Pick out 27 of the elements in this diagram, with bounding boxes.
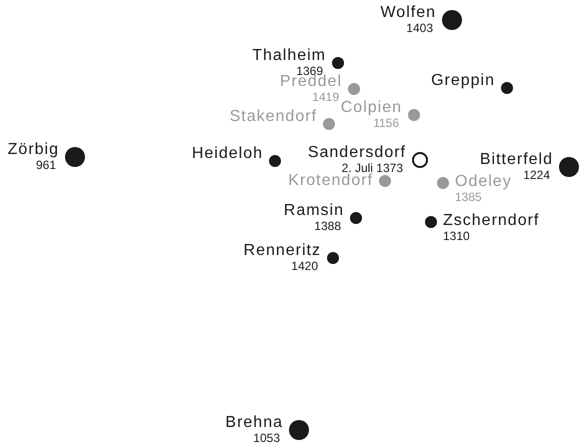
place-name: Wolfen <box>380 4 436 22</box>
place-date: 1419 <box>312 91 339 104</box>
place-name: Heideloh <box>192 145 263 163</box>
place-name: Greppin <box>431 72 495 90</box>
place-date: 1420 <box>291 260 318 273</box>
place-date: 1388 <box>314 220 341 233</box>
place-date: 1385 <box>455 191 482 204</box>
place-name: Thalheim <box>252 47 326 65</box>
place-name: Ramsin <box>284 202 344 220</box>
place-date: 1224 <box>523 169 550 182</box>
place-name: Renneritz <box>244 242 321 260</box>
place-name: Preddel <box>280 73 342 91</box>
place-date: 1310 <box>443 230 470 243</box>
place-name: Zscherndorf <box>443 212 540 230</box>
place-name: Sandersdorf <box>308 144 406 162</box>
place-date: 961 <box>36 159 56 172</box>
place-name: Zörbig <box>8 141 59 159</box>
place-name: Odeley <box>455 173 512 191</box>
place-name: Brehna <box>225 414 283 432</box>
place-name: Bitterfeld <box>480 151 553 169</box>
place-date: 1403 <box>406 22 433 35</box>
place-name: Colpien <box>340 99 402 117</box>
place-name: Stakendorf <box>230 108 317 126</box>
place-date: 1053 <box>253 432 280 445</box>
place-date: 2. Juli 1373 <box>342 162 403 175</box>
place-name: Krotendorf <box>288 172 373 190</box>
place-date: 1156 <box>373 117 399 130</box>
